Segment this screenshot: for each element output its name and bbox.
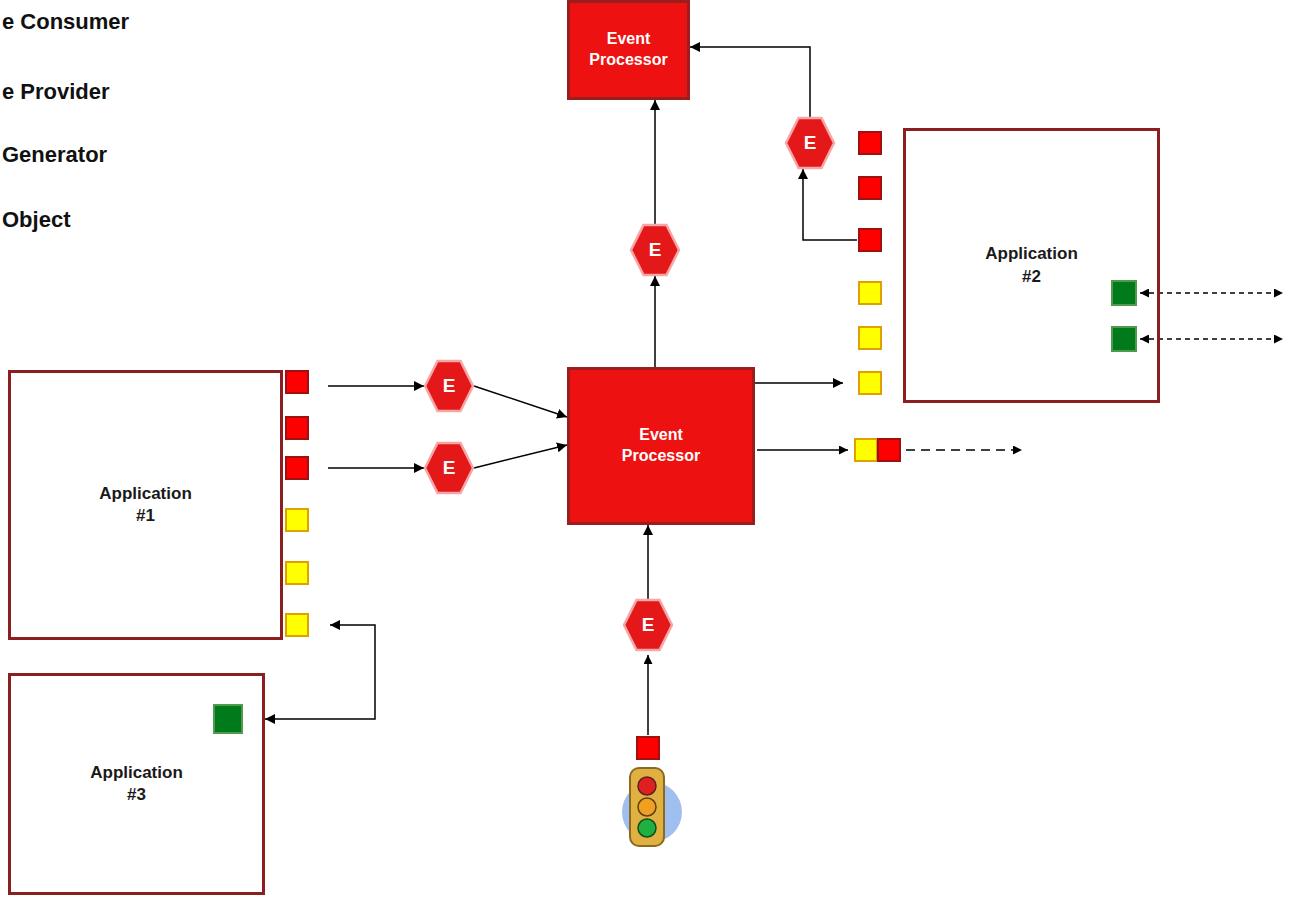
yellow-port [859, 282, 881, 304]
event-flow-arrow [328, 385, 424, 387]
legend-text: Generator [2, 142, 107, 168]
event-flow-arrow [654, 100, 656, 224]
event-flow-arrow [654, 276, 656, 367]
red-port [286, 457, 308, 479]
node-title: Application #3 [82, 762, 192, 806]
external-link [1140, 292, 1283, 294]
node-title: Event Processor [579, 29, 679, 71]
yellow-port [859, 327, 881, 349]
green-port [214, 705, 242, 733]
green-port [1112, 281, 1136, 305]
event-object: E [785, 117, 835, 169]
application-box: Application #3 [8, 673, 265, 895]
generator-arrow [647, 655, 649, 735]
event-flow-arrow [474, 445, 567, 468]
node-title: Event Processor [611, 425, 711, 467]
green-port [1112, 327, 1136, 351]
red-port [859, 229, 881, 251]
traffic-light-icon [622, 768, 682, 846]
port-squares [214, 132, 1136, 733]
external-link [1140, 338, 1283, 340]
yellow-port [859, 372, 881, 394]
event-processor: Event Processor [567, 367, 755, 525]
yellow-port [286, 614, 308, 636]
output-arrow [906, 449, 1022, 451]
event-flow-arrow [647, 525, 649, 599]
application-box: Application #2 [903, 128, 1160, 403]
yellow-port [286, 509, 308, 531]
legend-text: e Provider [2, 79, 110, 105]
event-letter: E [443, 374, 456, 399]
event-flow-arrow [803, 169, 857, 240]
event-flow-arrow [474, 386, 567, 417]
yellow-port [855, 439, 877, 461]
red-port [859, 132, 881, 154]
event-object: E [623, 599, 673, 651]
event-letter: E [804, 131, 817, 156]
output-arrow [757, 449, 848, 451]
application-box: Application #1 [8, 370, 283, 640]
node-title: Application #1 [91, 483, 201, 527]
red-port [878, 439, 900, 461]
event-letter: E [649, 238, 662, 263]
event-object: E [630, 224, 680, 276]
yellow-port [286, 562, 308, 584]
legend-text: Object [2, 207, 70, 233]
legend-text: e Consumer [2, 9, 129, 35]
red-port [286, 417, 308, 439]
red-port [286, 371, 308, 393]
event-object: E [424, 442, 474, 494]
event-processor: Event Processor [567, 0, 690, 100]
event-letter: E [642, 613, 655, 638]
event-flow-arrow [328, 467, 424, 469]
red-port [859, 177, 881, 199]
red-port [637, 737, 659, 759]
event-object: E [424, 360, 474, 412]
node-title: Application #2 [977, 243, 1087, 287]
event-flow-arrow [690, 47, 810, 117]
event-flow-arrow [755, 382, 843, 384]
event-letter: E [443, 456, 456, 481]
